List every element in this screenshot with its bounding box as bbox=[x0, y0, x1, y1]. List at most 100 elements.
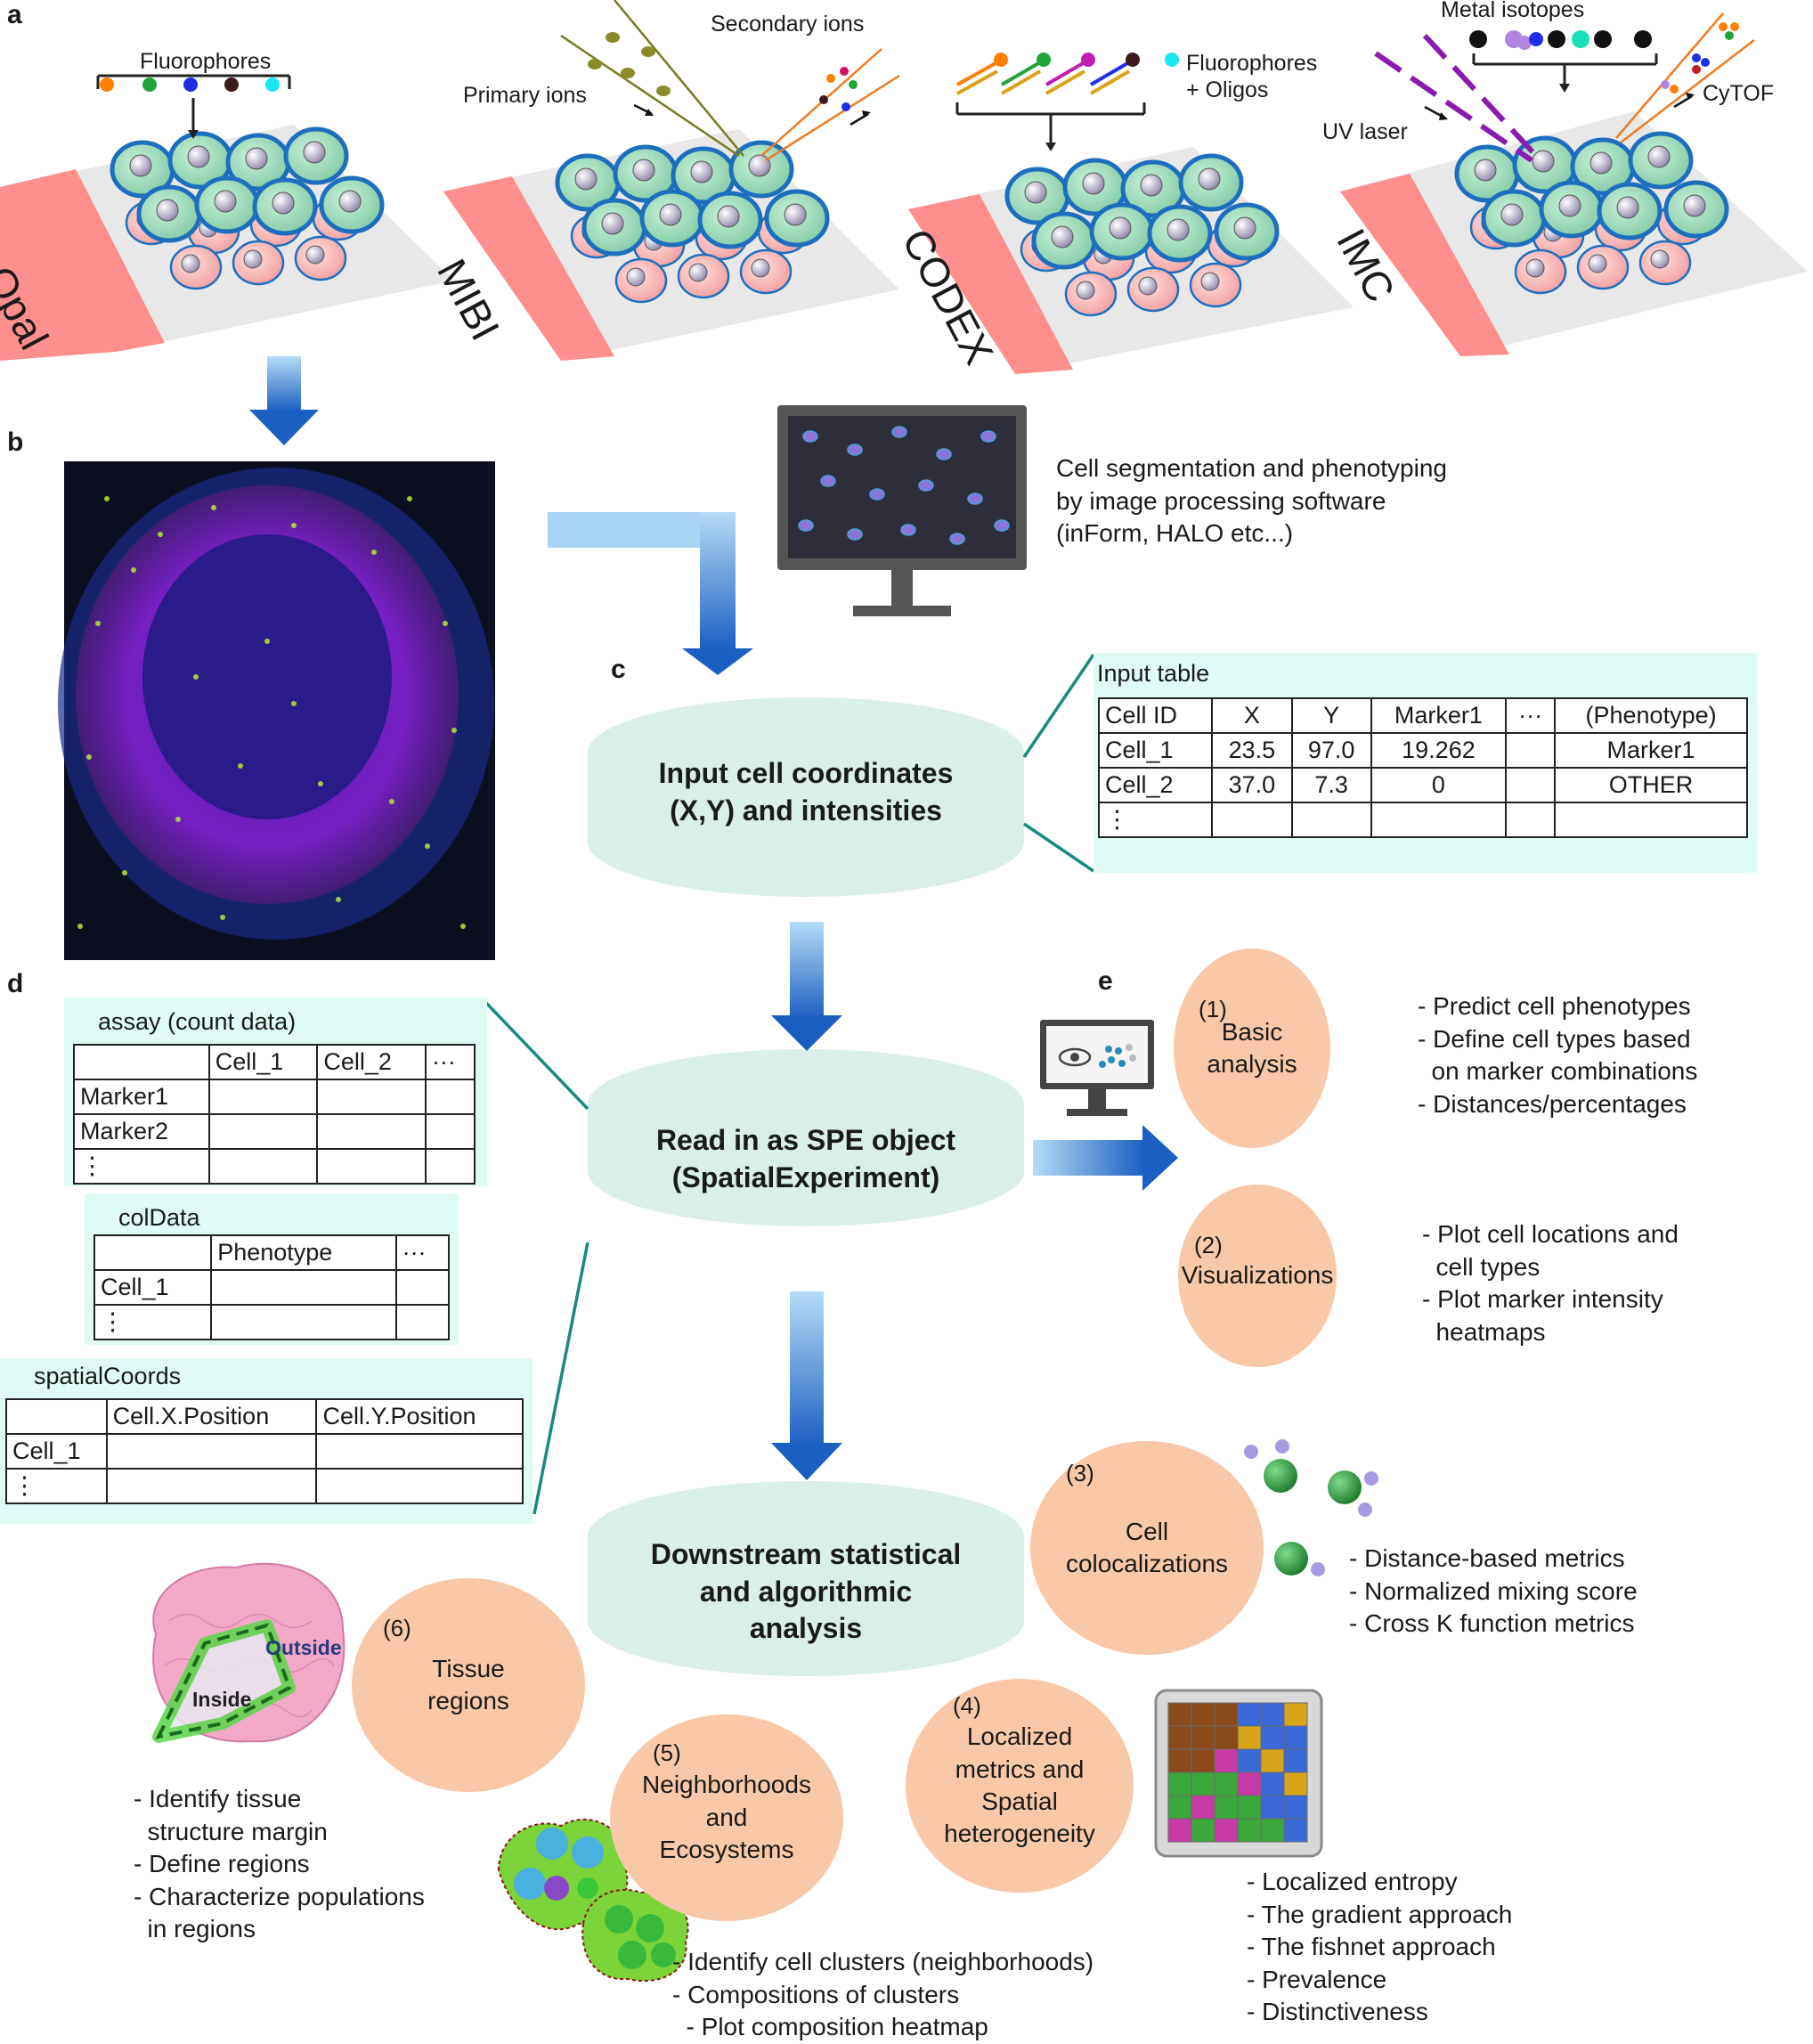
table-cell bbox=[394, 1269, 451, 1306]
table-header-cell: Y bbox=[1290, 697, 1372, 734]
bullet: - Plot composition heatmap bbox=[672, 2013, 988, 2040]
table-cell: Marker2 bbox=[73, 1113, 210, 1150]
analysis-5-label: Neighborhoods and Ecosystems bbox=[642, 1771, 811, 1864]
table-cell bbox=[315, 1468, 524, 1504]
table-row: Marker1 bbox=[73, 1079, 476, 1115]
coldata-title: colData bbox=[118, 1204, 200, 1231]
analysis-4-num: (4) bbox=[953, 1692, 981, 1719]
imc-slide bbox=[1340, 12, 1808, 356]
analysis-5-bullets: - Identify cell clusters (neighborhoods)… bbox=[672, 1946, 1093, 2044]
input-cylinder bbox=[588, 697, 1024, 897]
bullet: - Define cell types based bbox=[1418, 1024, 1691, 1053]
bullet: - Plot cell locations and bbox=[1422, 1220, 1679, 1248]
bullet: - Prevalence bbox=[1247, 1965, 1387, 1993]
panel-label-b: b bbox=[7, 428, 24, 457]
eye-computer-icon bbox=[1040, 1020, 1154, 1116]
table-header-cell: Cell_1 bbox=[207, 1044, 319, 1080]
tissue-region-illustration bbox=[152, 1562, 346, 1743]
bullet: - Characterize populations bbox=[134, 1882, 425, 1910]
panel-label-e: e bbox=[1098, 966, 1113, 996]
table-cell bbox=[210, 1304, 397, 1340]
analysis-6-num: (6) bbox=[383, 1615, 411, 1641]
table-cell bbox=[316, 1113, 427, 1150]
panel-label-a: a bbox=[7, 0, 22, 29]
table-header-cell: X bbox=[1211, 697, 1293, 734]
analysis-3-label: Cell colocalizations bbox=[1065, 1517, 1229, 1577]
analysis-2-label: Visualizations bbox=[1181, 1261, 1334, 1290]
analysis-4-label: Localized metrics and Spatial heterogene… bbox=[944, 1722, 1095, 1848]
panel-label-d: d bbox=[7, 969, 24, 998]
table-cell bbox=[424, 1079, 476, 1115]
analysis-circle-tissue-regions: (6) Tissue regions bbox=[352, 1578, 585, 1792]
neighborhood-clusters bbox=[497, 1818, 689, 1983]
analysis-2-bullets: - Plot cell locations and cell types - P… bbox=[1422, 1218, 1679, 1348]
bullet: - Plot marker intensity bbox=[1422, 1285, 1663, 1313]
table-cell: ⋮ bbox=[5, 1468, 108, 1504]
analysis-2-num: (2) bbox=[1194, 1232, 1223, 1258]
table-cell bbox=[1370, 802, 1508, 838]
monitor-icon bbox=[777, 405, 1027, 616]
bullet: - The fishnet approach bbox=[1247, 1933, 1496, 1960]
spe-cylinder-text: Read in as SPE object (SpatialExperiment… bbox=[655, 1124, 956, 1193]
imc-isotope-label: Metal isotopes bbox=[1441, 0, 1585, 22]
codex-probe-label: Fluorophores + Oligos bbox=[1186, 51, 1318, 102]
table-header-cell: Phenotype bbox=[210, 1234, 397, 1271]
panel-label-c: c bbox=[611, 655, 626, 684]
spe-cylinder bbox=[588, 1049, 1024, 1226]
table-cell bbox=[424, 1148, 476, 1185]
table-header-cell: ··· bbox=[1505, 697, 1557, 734]
bullet: structure margin bbox=[134, 1817, 328, 1845]
table-cell: Marker1 bbox=[1554, 732, 1748, 769]
bullet: in regions bbox=[134, 1915, 256, 1942]
table-cell bbox=[105, 1433, 318, 1470]
bullet: cell types bbox=[1422, 1252, 1541, 1281]
table-cell: Cell_1 bbox=[1097, 732, 1214, 769]
analysis-circle-colocalizations: (3) Cell colocalizations bbox=[1030, 1441, 1264, 1655]
bullet: - Predict cell phenotypes bbox=[1418, 992, 1691, 1020]
table-cell bbox=[1290, 802, 1372, 838]
input-cylinder-text: Input cell coordinates (X,Y) and intensi… bbox=[658, 757, 954, 827]
coldata-table: Phenotype···Cell_1⋮ bbox=[93, 1234, 451, 1340]
table-cell bbox=[207, 1148, 319, 1185]
fishnet-heatmap bbox=[1154, 1689, 1323, 1858]
table-row: ⋮ bbox=[1097, 802, 1748, 838]
table-header-row: Phenotype··· bbox=[93, 1234, 451, 1271]
table-header-cell: Cell_2 bbox=[316, 1044, 427, 1080]
analysis-3-num: (3) bbox=[1066, 1460, 1094, 1486]
bullet: - Cross K function metrics bbox=[1349, 1609, 1635, 1637]
table-cell bbox=[1211, 802, 1293, 838]
table-header-cell bbox=[73, 1044, 210, 1080]
table-header-cell: Marker1 bbox=[1370, 697, 1508, 734]
bullet: on marker combinations bbox=[1418, 1057, 1698, 1085]
bullet: heatmaps bbox=[1422, 1317, 1546, 1346]
table-cell bbox=[424, 1113, 476, 1150]
mibi-secondary-label: Secondary ions bbox=[711, 12, 865, 37]
table-cell bbox=[394, 1304, 451, 1340]
codex-slide bbox=[908, 53, 1354, 374]
analysis-6-bullets: - Identify tissue structure margin - Def… bbox=[134, 1783, 425, 1946]
table-row: ⋮ bbox=[73, 1148, 476, 1185]
segmentation-text: Cell segmentation and phenotyping by ima… bbox=[1056, 454, 1447, 547]
bullet: - Identify tissue bbox=[134, 1785, 302, 1812]
table-cell: 0 bbox=[1370, 767, 1508, 803]
analysis-circle-neighborhoods: (5) Neighborhoods and Ecosystems bbox=[610, 1714, 843, 1921]
analysis-circle-visualizations: (2) Visualizations bbox=[1178, 1185, 1337, 1367]
analysis-4-bullets: - Localized entropy - The gradient appro… bbox=[1247, 1866, 1512, 2029]
table-cell: Cell_1 bbox=[5, 1433, 108, 1470]
table-cell bbox=[316, 1079, 427, 1115]
mibi-slide bbox=[443, 0, 900, 361]
bullet: - Localized entropy bbox=[1247, 1868, 1458, 1895]
imc-detector-label: CyTOF bbox=[1703, 81, 1775, 106]
table-row: ⋮ bbox=[5, 1468, 524, 1504]
table-header-cell bbox=[5, 1398, 108, 1435]
assay-title: assay (count data) bbox=[98, 1008, 297, 1035]
downstream-cylinder bbox=[588, 1481, 1024, 1676]
